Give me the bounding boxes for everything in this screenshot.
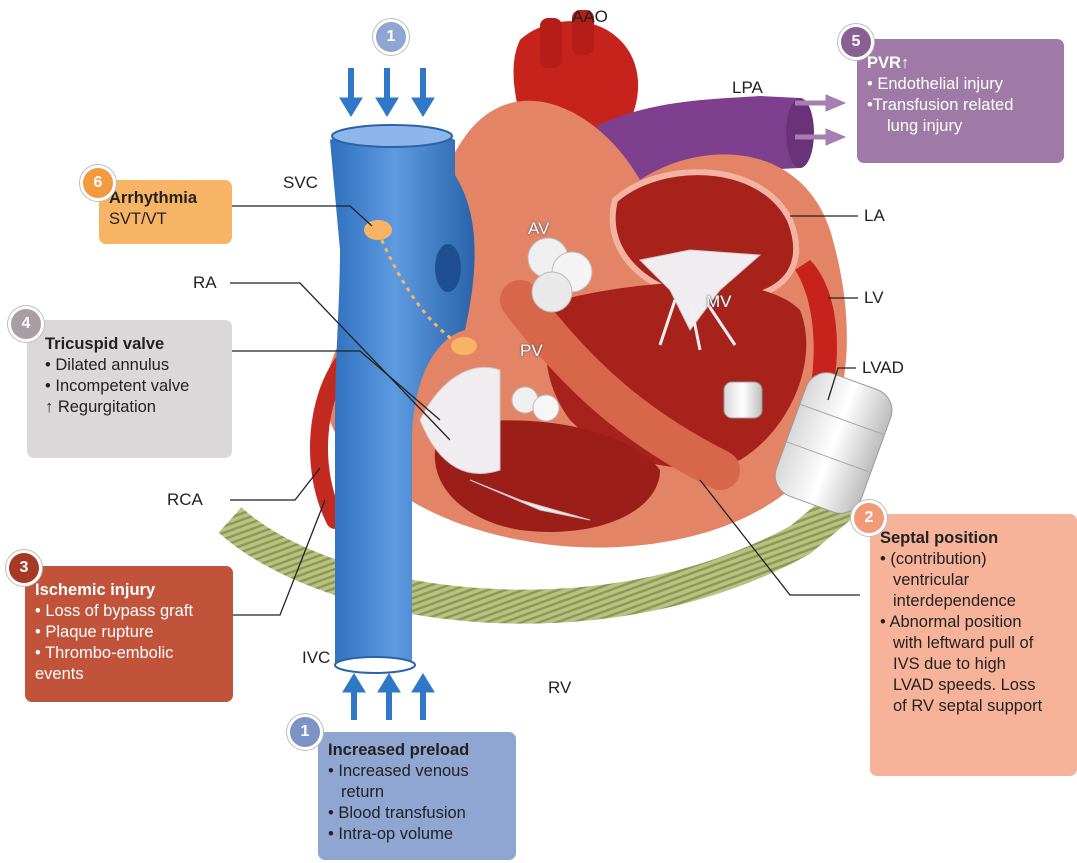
ischemic-box: Ischemic injury • Loss of bypass graft •… [25, 566, 233, 702]
ischemic-line: • Loss of bypass graft [35, 601, 223, 622]
label-lvad: LVAD [862, 358, 904, 378]
label-lpa: LPA [732, 78, 763, 98]
label-ra: RA [193, 273, 217, 293]
ischemic-line: • Plaque rupture [35, 622, 223, 643]
arrhythmia-box: Arrhythmia SVT/VT [99, 180, 232, 244]
septal-line: IVS due to high [880, 654, 1067, 675]
label-aao: AAO [572, 7, 608, 27]
down-arrow-icon [412, 68, 434, 116]
preload-line: • Blood transfusion [328, 803, 506, 824]
tricuspid-title: Tricuspid valve [45, 334, 222, 355]
down-arrow-icon [340, 68, 362, 116]
ischemic-title: Ischemic injury [35, 580, 223, 601]
badge-ischemic: 3 [6, 550, 42, 586]
septal-box: Septal position • (contribution) ventric… [870, 514, 1077, 776]
septal-line: ventricular [880, 570, 1067, 591]
label-lv: LV [864, 288, 884, 308]
ischemic-line: events [35, 664, 223, 685]
up-arrow-icon [343, 674, 365, 720]
preload-line: • Intra-op volume [328, 824, 506, 845]
lvad-inflow-cannula [724, 382, 762, 418]
ischemic-line: • Thrombo-embolic [35, 643, 223, 664]
badge-pvr: 5 [838, 24, 874, 60]
pvr-box: PVR↑ • Endothelial injury •Transfusion r… [857, 39, 1064, 163]
av-node [451, 337, 477, 355]
septal-line: with leftward pull of [880, 633, 1067, 654]
label-rv: RV [548, 678, 571, 698]
pvr-line: lung injury [867, 116, 1054, 137]
tricuspid-line: ↑ Regurgitation [45, 397, 222, 418]
label-ivc: IVC [302, 648, 330, 668]
arrhythmia-title: Arrhythmia [109, 188, 222, 209]
septal-line: of RV septal support [880, 696, 1067, 717]
pvr-line: • Endothelial injury [867, 74, 1054, 95]
pulmonary-artery-end [786, 98, 814, 168]
septal-line: LVAD speeds. Loss [880, 675, 1067, 696]
badge-arrhythmia: 6 [80, 165, 116, 201]
preload-line: return [328, 782, 506, 803]
aortic-branch [540, 18, 562, 68]
coronary-sinus [435, 244, 461, 292]
label-rca: RCA [167, 490, 203, 510]
label-la: LA [864, 206, 885, 226]
label-mv: MV [706, 292, 732, 312]
preload-box: Increased preload • Increased venous ret… [318, 732, 516, 860]
septal-line: interdependence [880, 591, 1067, 612]
up-arrow-icon [378, 674, 400, 720]
septal-title: Septal position [880, 528, 1067, 549]
label-pv: PV [520, 341, 543, 361]
label-av: AV [528, 219, 549, 239]
pvr-title: PVR↑ [867, 53, 1054, 74]
label-svc: SVC [283, 173, 318, 193]
arrhythmia-line: SVT/VT [109, 209, 222, 230]
badge-septal: 2 [851, 500, 887, 536]
badge-tricuspid: 4 [8, 306, 44, 342]
pvr-line: •Transfusion related [867, 95, 1054, 116]
preload-line: • Increased venous [328, 761, 506, 782]
ivc-opening [335, 657, 415, 673]
septal-line: • (contribution) [880, 549, 1067, 570]
tricuspid-line: • Dilated annulus [45, 355, 222, 376]
badge-preload: 1 [287, 714, 323, 750]
preload-title: Increased preload [328, 740, 506, 761]
septal-line: • Abnormal position [880, 612, 1067, 633]
tricuspid-box: Tricuspid valve • Dilated annulus • Inco… [27, 320, 232, 458]
tricuspid-line: • Incompetent valve [45, 376, 222, 397]
badge-preload-top: 1 [373, 19, 409, 55]
up-arrow-icon [412, 674, 434, 720]
down-arrow-icon [376, 68, 398, 116]
svc-opening [332, 125, 452, 147]
